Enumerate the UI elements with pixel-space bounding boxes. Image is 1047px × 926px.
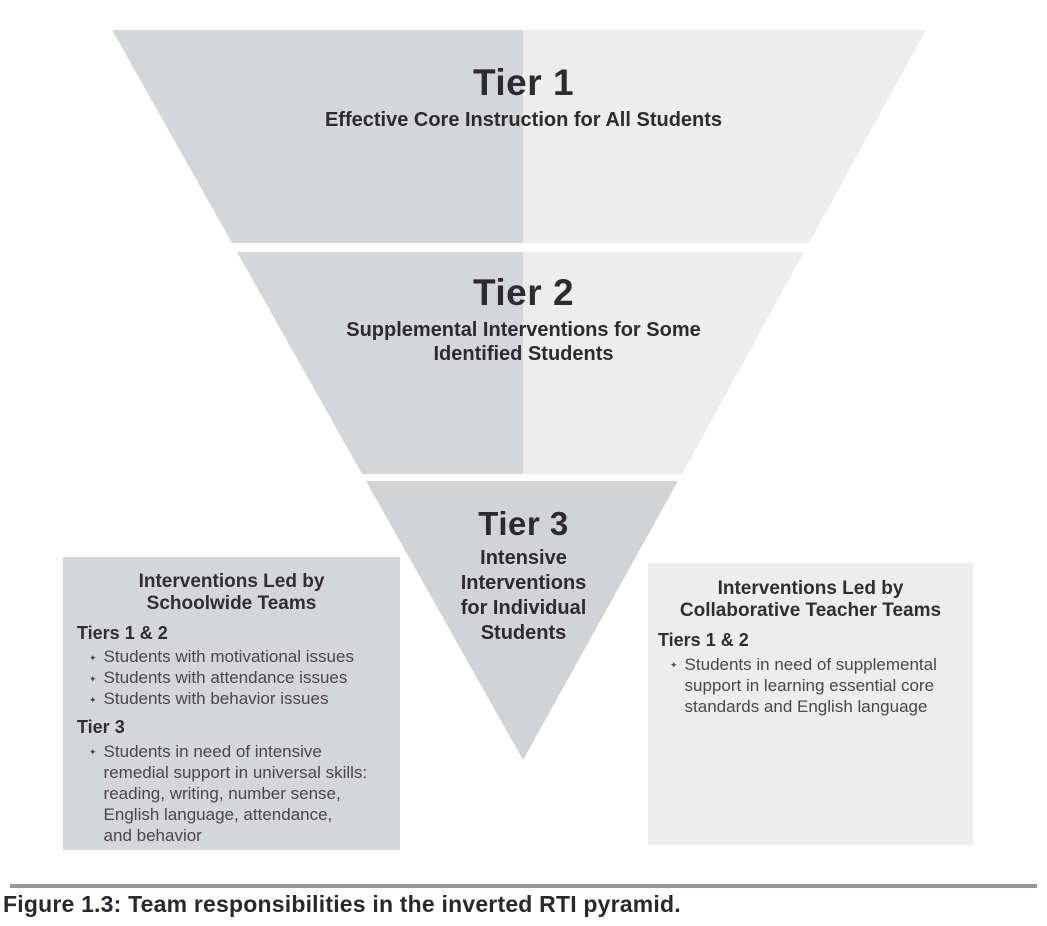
bullet-text: Students with attendance issues [103, 668, 348, 687]
bullet-text: Students with behavior issues [103, 689, 329, 708]
star-bullet-icon: ✦ [89, 747, 97, 757]
figure-caption: Figure 1.3: Team responsibilities in the… [3, 891, 681, 917]
tier1-subtitle: Effective Core Instruction for All Stude… [324, 109, 723, 131]
caption-divider [10, 884, 1037, 888]
tier3-label-block: Tier 3 Intensive Interventions for Indiv… [0, 507, 1047, 646]
tier1-title: Tier 1 [472, 62, 575, 103]
star-bullet-icon: ✦ [89, 653, 97, 663]
star-bullet-icon: ✦ [89, 674, 97, 684]
tier2-label-block: Tier 2 Supplemental Interventions for So… [0, 274, 1047, 366]
left-tier-3-label: Tier 3 [77, 717, 125, 737]
list-item: ✦ Students in need of supplemental suppo… [670, 654, 963, 717]
star-bullet-icon: ✦ [89, 695, 97, 705]
bullet-text: Students in need of intensive remedial s… [103, 742, 368, 845]
tier2-left-shape [237, 252, 523, 474]
list-item: ✦ Students in need of intensive remedial… [89, 741, 386, 846]
tier2-title: Tier 2 [472, 272, 575, 313]
collaborative-teacher-teams-heading: Interventions Led by Collaborative Teach… [679, 578, 942, 621]
list-item: ✦ Students with attendance issues [89, 668, 386, 688]
collaborative-teacher-teams-box: Interventions Led by Collaborative Teach… [648, 563, 973, 845]
tier1-label-block: Tier 1 Effective Core Instruction for Al… [0, 64, 1047, 132]
list-item: ✦ Students with motivational issues [89, 647, 386, 667]
list-item: ✦ Students with behavior issues [89, 689, 386, 709]
tier3-subtitle: Intensive Interventions for Individual S… [460, 547, 587, 644]
left-tiers-1-2-label: Tiers 1 & 2 [77, 623, 168, 643]
tier2-right-shape [523, 252, 804, 474]
schoolwide-teams-box: Interventions Led by Schoolwide Teams Ti… [63, 557, 400, 850]
right-tiers-1-2-label: Tiers 1 & 2 [658, 630, 749, 650]
schoolwide-teams-heading: Interventions Led by Schoolwide Teams [138, 571, 325, 614]
tier2-subtitle: Supplemental Interventions for Some Iden… [346, 319, 701, 365]
tier3-title: Tier 3 [478, 505, 569, 542]
tier3-triangle-shape [366, 481, 678, 760]
star-bullet-icon: ✦ [670, 660, 678, 670]
tier1-left-shape [112, 30, 523, 243]
bullet-text: Students with motivational issues [103, 647, 354, 666]
bullet-text: Students in need of supplemental support… [684, 655, 937, 716]
tier1-right-shape [523, 30, 926, 243]
